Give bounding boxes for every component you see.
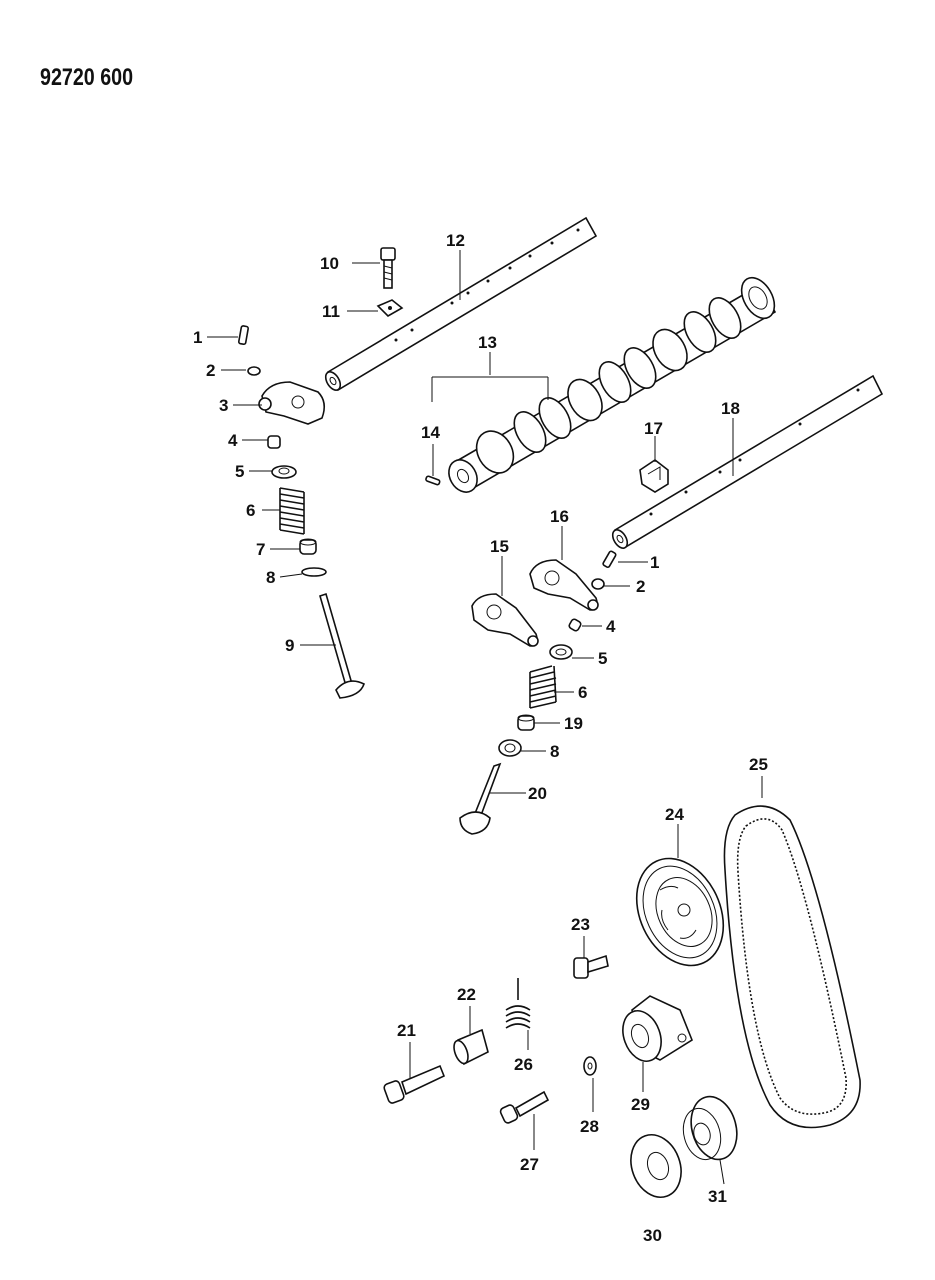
callout-4b: 4 [606, 617, 616, 636]
callout-20: 20 [528, 784, 547, 803]
rocker-arm-3 [258, 381, 326, 425]
rocker-shaft-18 [611, 374, 884, 550]
callout-22: 22 [457, 985, 476, 1004]
valve-20 [459, 762, 502, 835]
callout-7: 7 [256, 540, 265, 559]
pin-1b [602, 550, 617, 568]
rocker-shaft-12 [324, 216, 598, 392]
callout-14: 14 [421, 423, 440, 442]
callout-28: 28 [580, 1117, 599, 1136]
callout-2b: 2 [636, 577, 645, 596]
callout-24: 24 [665, 805, 684, 824]
seat-8a [301, 567, 327, 577]
tensioner-29 [622, 995, 693, 1062]
document-code: 92720 600 [40, 64, 134, 91]
spring-26 [505, 978, 531, 1029]
callout-8a: 8 [266, 568, 275, 587]
nut-2a [247, 366, 261, 376]
callout-5a: 5 [235, 462, 244, 481]
callout-13: 13 [478, 333, 497, 352]
crank-sprocket-31 [682, 1095, 738, 1161]
camshaft-13 [448, 276, 777, 493]
callout-21: 21 [397, 1021, 416, 1040]
rocker-arm-16 [529, 559, 599, 611]
spacer-22 [453, 1028, 489, 1066]
spring-6a [279, 487, 305, 535]
bracket-17 [639, 459, 669, 493]
callout-18: 18 [721, 399, 740, 418]
callout-8b: 8 [550, 742, 559, 761]
callout-31: 31 [708, 1187, 727, 1206]
callout-25: 25 [749, 755, 768, 774]
callout-23: 23 [571, 915, 590, 934]
rocker-arm-15 [471, 593, 539, 647]
callout-5b: 5 [598, 649, 607, 668]
callout-16: 16 [550, 507, 569, 526]
callout-1b: 1 [650, 553, 659, 572]
spring-6b [529, 665, 557, 709]
adjuster-4b [568, 618, 582, 632]
retainer-5a [271, 465, 297, 479]
sprocket-24 [635, 857, 725, 967]
callout-15: 15 [490, 537, 509, 556]
callout-6a: 6 [246, 501, 255, 520]
flange-30 [630, 1134, 682, 1198]
bolt-23 [573, 954, 609, 979]
callout-27: 27 [520, 1155, 539, 1174]
callout-10: 10 [320, 254, 339, 273]
plate-11 [376, 299, 404, 317]
washer-28 [583, 1056, 597, 1076]
timing-belt-25 [723, 805, 861, 1129]
callout-12: 12 [446, 231, 465, 250]
retainer-5b [549, 644, 573, 660]
nut-2b [591, 578, 605, 590]
seal-19 [517, 714, 535, 731]
pin-1a [237, 325, 249, 346]
callouts: 1 2 3 4 5 6 7 8 9 10 11 12 13 14 15 16 1… [193, 231, 768, 1245]
leader-lines [207, 250, 763, 1185]
callout-3: 3 [219, 396, 228, 415]
callout-11: 11 [322, 302, 340, 321]
bolt-21 [383, 1064, 446, 1104]
callout-30: 30 [643, 1226, 662, 1245]
callout-19: 19 [564, 714, 583, 733]
seal-7 [299, 538, 317, 555]
callout-6b: 6 [578, 683, 587, 702]
callout-1a: 1 [193, 328, 202, 347]
seat-8b [498, 739, 522, 757]
bolt-10 [380, 247, 396, 289]
pin-14 [425, 475, 441, 486]
callout-29: 29 [631, 1095, 650, 1114]
valve-9 [319, 592, 365, 699]
bolt-27 [499, 1090, 550, 1124]
callout-26: 26 [514, 1055, 533, 1074]
adjuster-4a [267, 435, 281, 449]
callout-4a: 4 [228, 431, 238, 450]
callout-9: 9 [285, 636, 294, 655]
callout-2a: 2 [206, 361, 215, 380]
callout-17: 17 [644, 419, 663, 438]
